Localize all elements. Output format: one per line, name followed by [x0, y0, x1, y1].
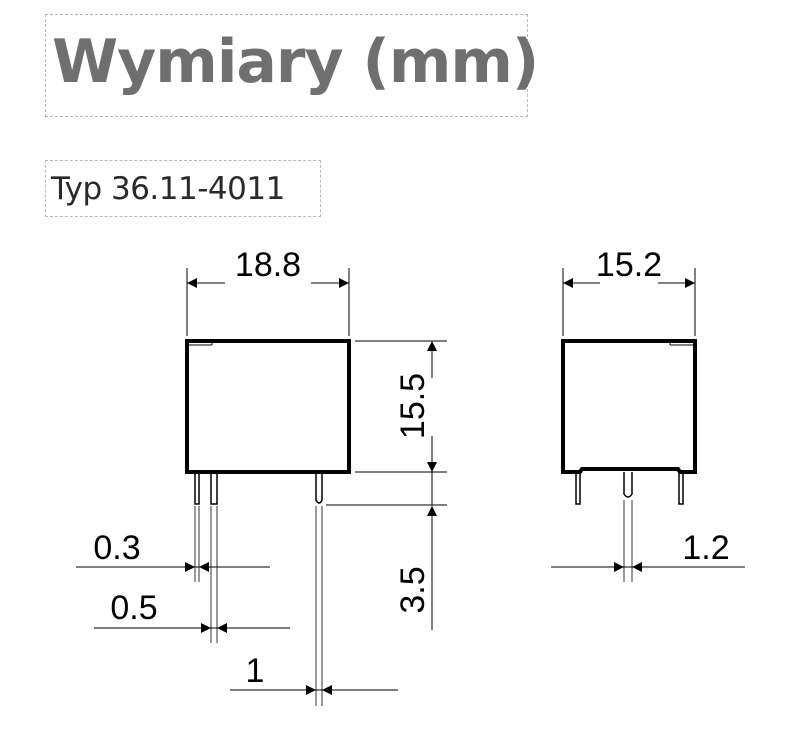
subtitle-frame	[45, 160, 321, 217]
dim-pin-length	[326, 472, 447, 630]
front-pin-center	[210, 471, 218, 505]
dim-pin-width-side-label: 1	[246, 652, 265, 690]
dim-depth-label: 15.2	[596, 246, 662, 284]
model-subtitle: Typ 36.11-4011	[51, 171, 285, 207]
dim-pin-width-right	[623, 500, 633, 582]
side-pin-right	[678, 471, 684, 505]
dim-pin-thickness-label: 0.3	[93, 529, 140, 567]
side-view	[561, 339, 697, 505]
front-view	[185, 339, 351, 505]
dim-body-height-label: 15.5	[394, 373, 432, 439]
dim-pin-length-label: 3.5	[394, 566, 432, 613]
side-pin-left	[575, 471, 581, 505]
dim-depth	[562, 268, 696, 336]
side-body-outline	[561, 339, 697, 474]
title-frame	[45, 14, 528, 117]
dim-pin-width-label: 0.5	[110, 589, 157, 627]
dim-width-label: 18.8	[235, 246, 301, 284]
page-title: Wymiary (mm)	[52, 27, 539, 97]
dim-width	[186, 268, 350, 336]
front-pin-left	[194, 471, 200, 505]
side-pin-center	[623, 472, 633, 498]
front-pin-right	[315, 472, 323, 504]
front-body-outline	[185, 339, 351, 474]
dim-pin-width-right-label: 1.2	[682, 529, 729, 567]
